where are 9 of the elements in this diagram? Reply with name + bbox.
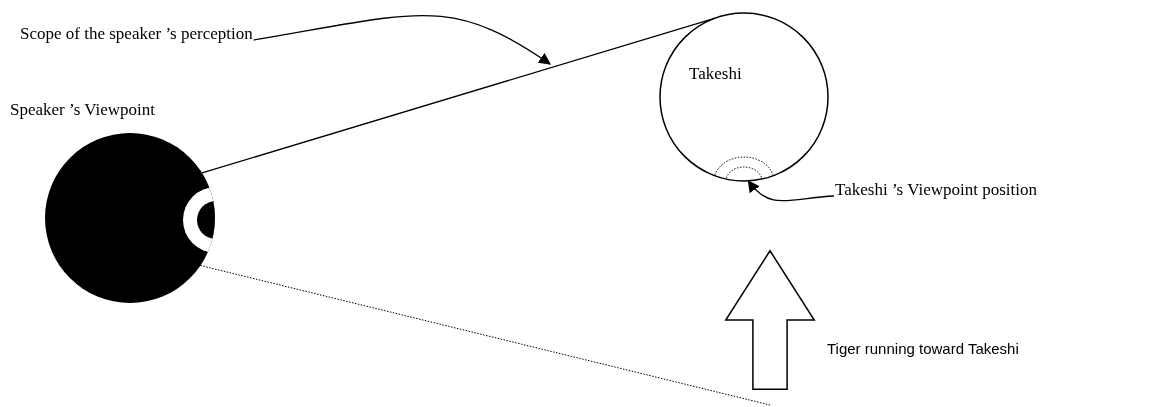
- perception-line: [199, 265, 771, 406]
- node-label: Takeshi: [689, 64, 742, 84]
- node-heading: Speaker ’s Viewpoint: [10, 100, 156, 120]
- annotation-text: Takeshi ’s Viewpoint position: [835, 180, 1037, 200]
- leader-line: [747, 179, 835, 202]
- annotation-text: Scope of the speaker ’s perception: [20, 24, 253, 44]
- caption-text: Tiger running toward Takeshi: [827, 340, 1019, 357]
- speaker-node: [10, 100, 215, 305]
- leader-line: [253, 15, 551, 65]
